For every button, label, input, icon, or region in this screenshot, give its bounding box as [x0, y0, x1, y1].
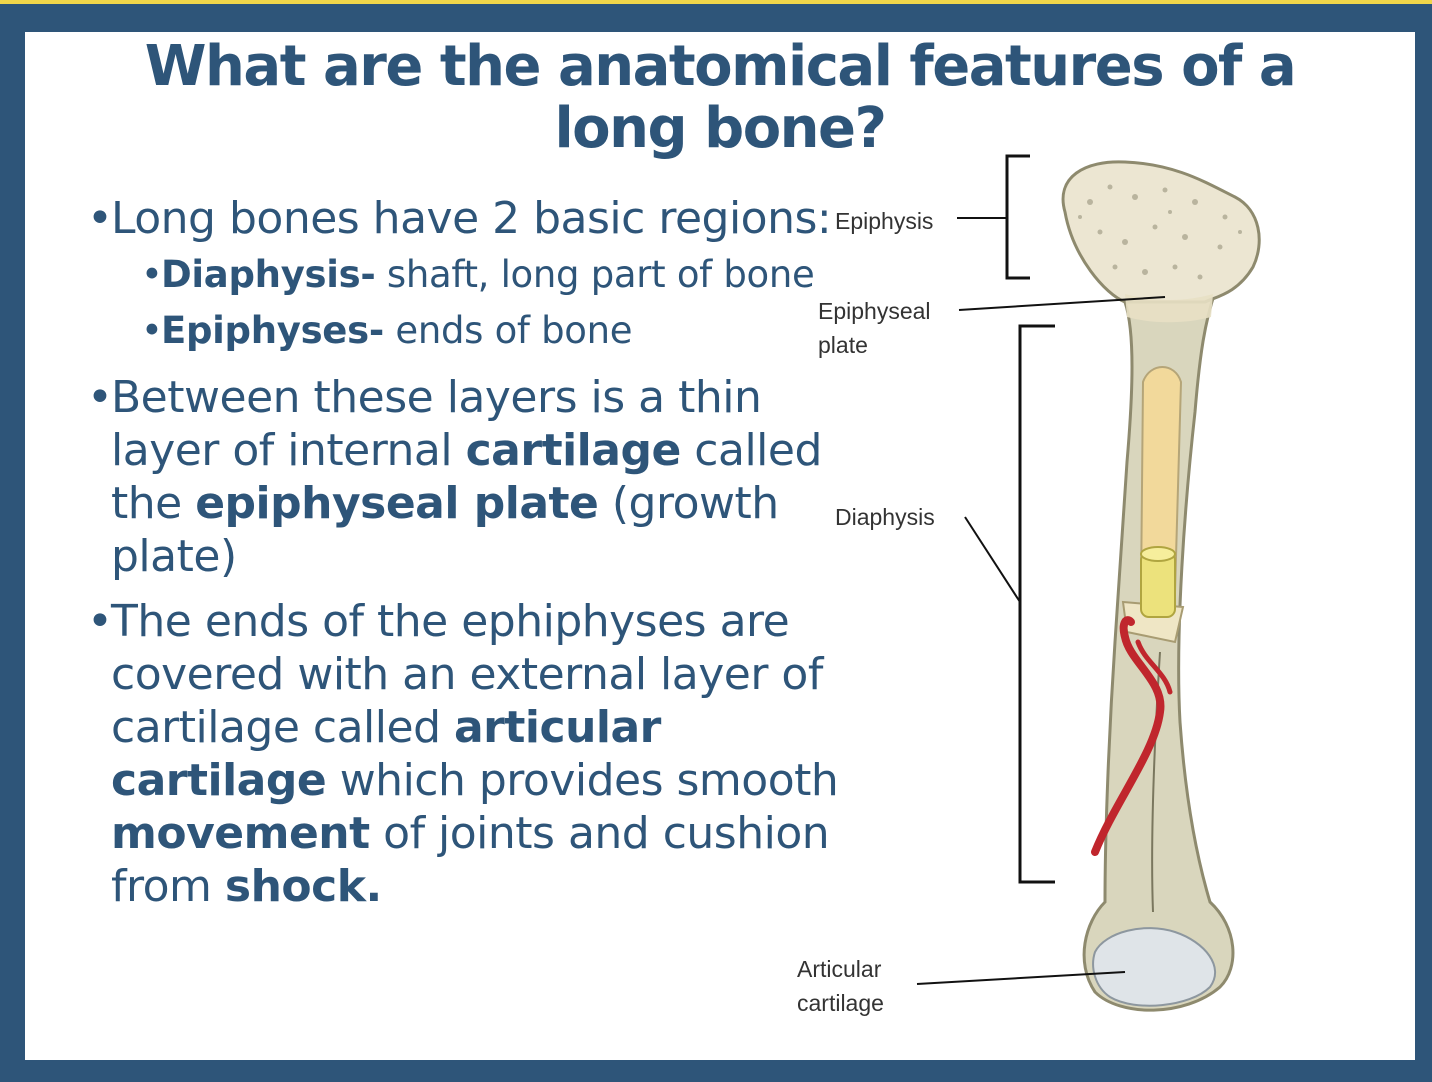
title-line-1: What are the anatomical features of a	[144, 34, 1297, 99]
diaphysis-term: Diaphysis-	[161, 253, 376, 296]
rich-text: The ends of the ephiphyses are covered w…	[111, 596, 839, 912]
bold-term: cartilage	[465, 425, 682, 476]
label-articular-cartilage-2: cartilage	[797, 990, 884, 1016]
text-segment: (growth plate)	[111, 478, 779, 582]
bold-term: articular cartilage	[111, 702, 661, 806]
bullet-epiphyseal-plate: Between these layers is a thin layer of …	[87, 371, 847, 583]
label-epiphyseal-plate-1: Epiphyseal	[818, 298, 931, 324]
slide-title: What are the anatomical features of a lo…	[25, 32, 1415, 160]
epiphyses-term: Epiphyses-	[161, 309, 384, 352]
bone-shaft	[1082, 290, 1235, 1012]
bullet-articular-cartilage: The ends of the ephiphyses are covered w…	[87, 595, 847, 913]
bold-term: movement	[111, 808, 370, 859]
articular-cartilage	[1092, 927, 1216, 1007]
spongy-bone-texture	[1078, 184, 1242, 280]
epiphysis-bracket	[1005, 154, 1030, 280]
text-segment: The ends of the ephiphyses are covered w…	[111, 596, 823, 753]
cylinder-top	[1140, 546, 1176, 562]
diaphysis-bracket	[1018, 324, 1055, 884]
epiphysis-head	[1061, 160, 1261, 304]
bold-term: shock.	[224, 861, 382, 912]
rich-text: Between these layers is a thin layer of …	[111, 372, 822, 582]
text-segment: called the	[111, 425, 822, 529]
bullet-regions: Long bones have 2 basic regions: Diaphys…	[87, 192, 847, 359]
label-epiphysis: Epiphysis	[835, 208, 934, 234]
sub-bullets: Diaphysis- shaft, long part of bone Epip…	[111, 247, 847, 359]
bullet-regions-text: Long bones have 2 basic regions:	[111, 193, 832, 244]
sub-bullet-diaphysis: Diaphysis- shaft, long part of bone	[111, 247, 847, 303]
text-segment: Between these layers is a thin layer of …	[111, 372, 762, 476]
label-articular-cartilage-1: Articular	[797, 956, 882, 982]
label-diaphysis: Diaphysis	[835, 504, 935, 530]
sub-bullet-epiphyses: Epiphyses- ends of bone	[111, 303, 847, 359]
slide: What are the anatomical features of a lo…	[25, 32, 1415, 1060]
articular-cartilage-leader	[916, 971, 1126, 985]
epiphyseal-plate-leader	[958, 296, 1166, 311]
bullet-content: Long bones have 2 basic regions: Diaphys…	[87, 192, 847, 925]
title-line-2: long bone?	[554, 96, 887, 161]
epiphyseal-plate-band	[1125, 294, 1213, 323]
diaphysis-leader	[964, 516, 1021, 603]
artery-branch	[1135, 639, 1173, 695]
long-bone-diagram	[916, 154, 1261, 1012]
diaphysis-definition: shaft, long part of bone	[375, 253, 815, 296]
bold-term: epiphyseal plate	[195, 478, 599, 529]
epiphyses-definition: ends of bone	[383, 309, 633, 352]
shaft-line	[1151, 651, 1161, 913]
text-segment: of joints and cushion from	[111, 808, 830, 912]
label-epiphyseal-plate-2: plate	[818, 332, 868, 358]
top-accent-line	[0, 0, 1432, 4]
text-segment: which provides smooth	[326, 755, 839, 806]
artery	[1091, 616, 1165, 856]
